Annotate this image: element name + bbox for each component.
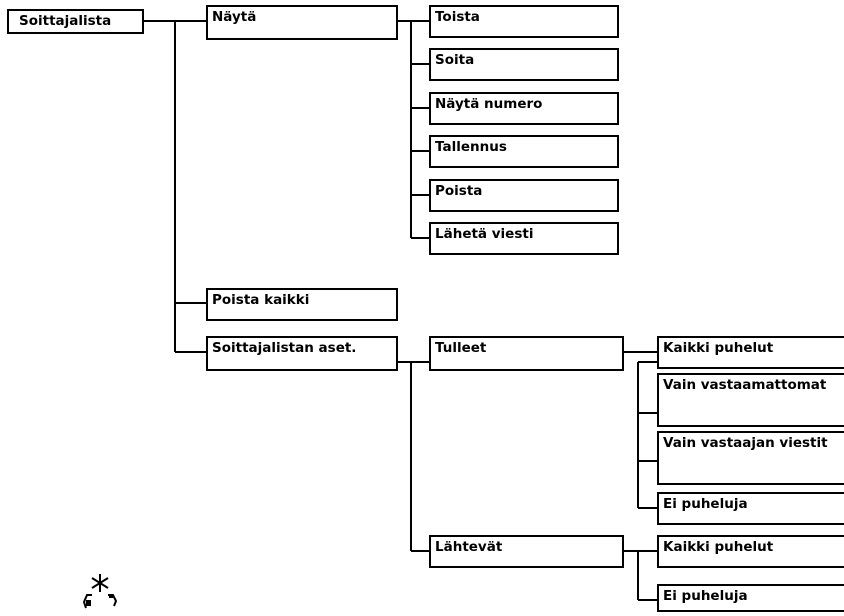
option-lahtevat-ei-puheluja[interactable]: Ei puheluja xyxy=(657,584,844,612)
option-tulleet-vain-vastaajan-viestit[interactable]: Vain vastaajan viestit xyxy=(657,431,844,485)
option-tulleet-vain-vastaamattomat[interactable]: Vain vastaamattomat xyxy=(657,373,844,427)
menu-root-soittajalista[interactable]: Soittajalista xyxy=(7,9,144,34)
submenu-item-laheta-viesti[interactable]: Lähetä viesti xyxy=(429,222,619,255)
submenu-item-lahtevat[interactable]: Lähtevät xyxy=(429,535,624,568)
option-tulleet-kaikki-puhelut[interactable]: Kaikki puhelut xyxy=(657,336,844,369)
menu-item-nayta[interactable]: Näytä xyxy=(206,5,398,40)
option-tulleet-ei-puheluja[interactable]: Ei puheluja xyxy=(657,492,844,525)
submenu-item-poista[interactable]: Poista xyxy=(429,179,619,212)
option-lahtevat-kaikki-puhelut[interactable]: Kaikki puhelut xyxy=(657,535,844,568)
submenu-item-nayta-numero[interactable]: Näytä numero xyxy=(429,92,619,125)
submenu-item-soita[interactable]: Soita xyxy=(429,48,619,81)
menu-item-poista-kaikki[interactable]: Poista kaikki xyxy=(206,288,398,321)
submenu-item-tallennus[interactable]: Tallennus xyxy=(429,135,619,168)
submenu-item-toista[interactable]: Toista xyxy=(429,5,619,38)
menu-item-soittajalistan-aset[interactable]: Soittajalistan aset. xyxy=(206,336,398,371)
submenu-item-tulleet[interactable]: Tulleet xyxy=(429,336,624,371)
